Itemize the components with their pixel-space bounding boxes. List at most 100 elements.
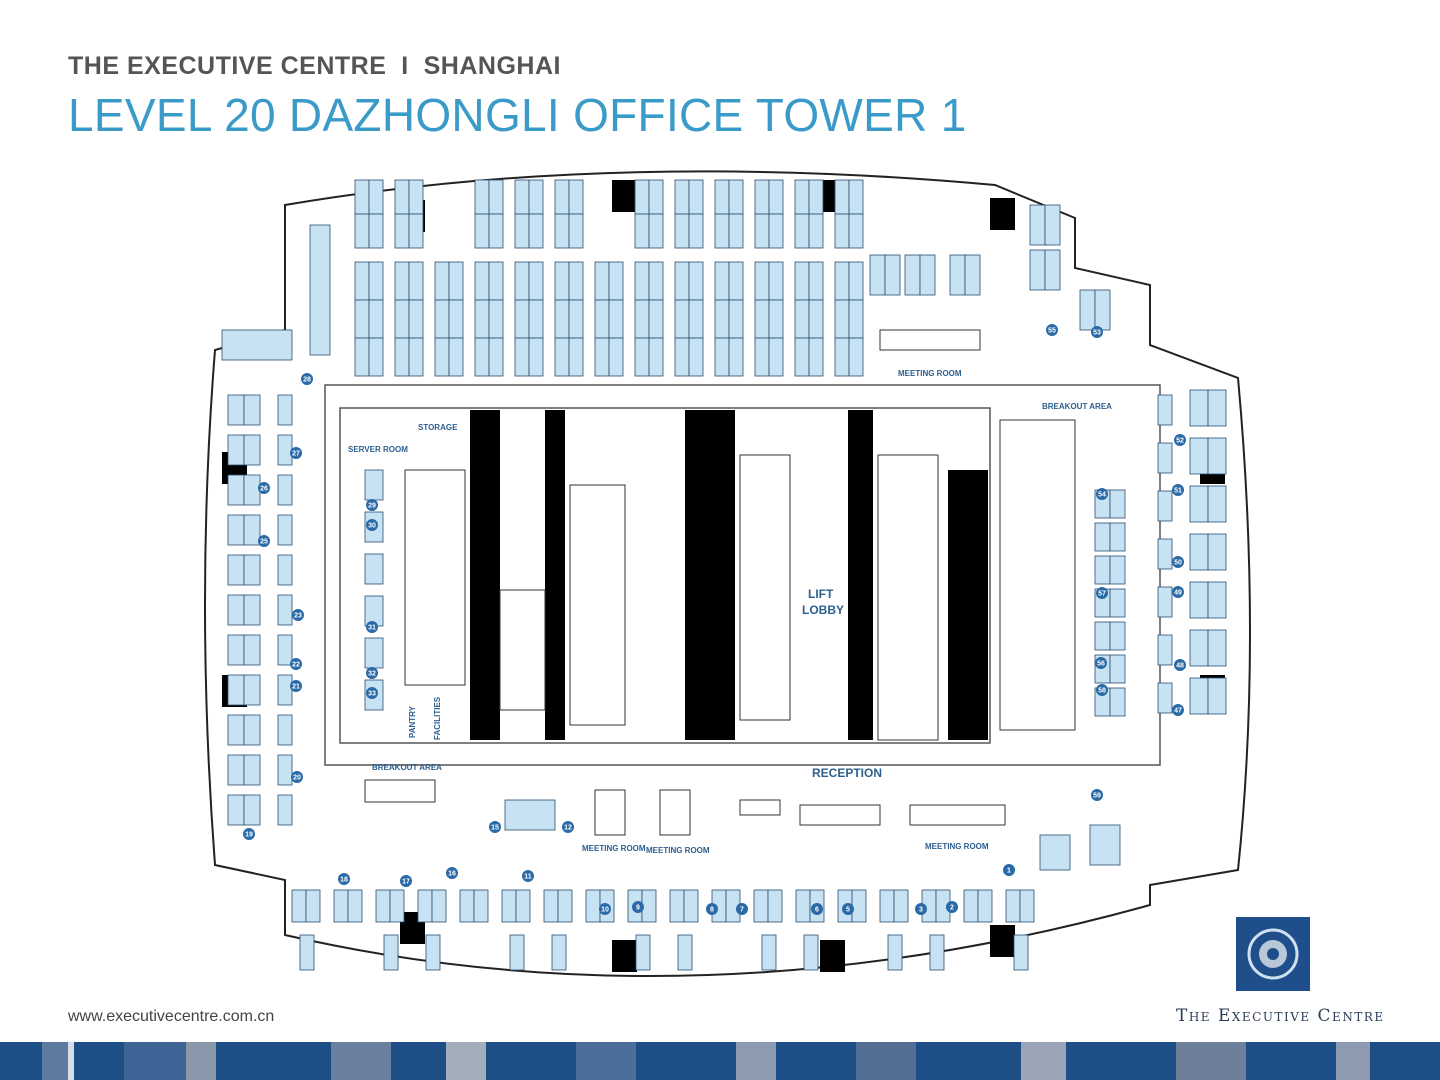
company-city-heading: THE EXECUTIVE CENTRE I SHANGHAI xyxy=(68,52,561,80)
desk xyxy=(277,714,293,746)
desk xyxy=(1157,634,1173,666)
desk xyxy=(1044,249,1061,291)
desk xyxy=(554,337,570,377)
desk xyxy=(641,889,657,923)
room-number: 30 xyxy=(368,523,376,530)
desk xyxy=(608,299,624,339)
desk xyxy=(1044,204,1061,246)
room-number: 47 xyxy=(1174,708,1182,715)
desk xyxy=(767,889,783,923)
desk xyxy=(1094,522,1111,552)
room-number: 19 xyxy=(245,832,253,839)
room-badge xyxy=(290,680,302,692)
desk xyxy=(808,213,824,249)
room-number: 12 xyxy=(564,825,572,832)
desk xyxy=(509,934,525,971)
desk xyxy=(514,179,530,215)
desk xyxy=(884,254,901,296)
desk xyxy=(501,889,517,923)
desk xyxy=(1157,490,1173,522)
desk xyxy=(634,261,650,301)
room-number: 15 xyxy=(491,825,499,832)
desk xyxy=(848,179,864,215)
desk xyxy=(1094,289,1111,331)
label-pantry: PANTRY xyxy=(408,705,417,738)
desk xyxy=(277,434,293,466)
desk xyxy=(528,299,544,339)
desk xyxy=(768,179,784,215)
label-meeting-top: MEETING ROOM xyxy=(898,369,962,378)
desk xyxy=(594,337,610,377)
desk xyxy=(808,337,824,377)
desk xyxy=(227,434,245,466)
website-url[interactable]: www.executivecentre.com.cn xyxy=(68,1008,275,1025)
room-badge xyxy=(736,903,748,915)
room-number: 20 xyxy=(293,775,301,782)
desk xyxy=(1089,824,1121,866)
desk xyxy=(803,934,819,971)
desk xyxy=(425,934,441,971)
room-badge xyxy=(243,828,255,840)
desk xyxy=(677,934,693,971)
room-number: 25 xyxy=(260,539,268,546)
desk xyxy=(488,299,504,339)
room-badge xyxy=(366,499,378,511)
core-wall xyxy=(848,410,873,740)
desk xyxy=(834,213,850,249)
desk xyxy=(227,474,245,506)
desk xyxy=(1109,687,1126,717)
desk xyxy=(375,889,391,923)
desk xyxy=(434,337,450,377)
room-number: 11 xyxy=(524,874,532,881)
desk xyxy=(1157,586,1173,618)
desk xyxy=(389,889,405,923)
desk xyxy=(417,889,433,923)
desk xyxy=(243,714,261,746)
desk xyxy=(904,254,921,296)
desk xyxy=(568,337,584,377)
desk xyxy=(1109,654,1126,684)
room-number: 55 xyxy=(1048,328,1056,335)
desk xyxy=(474,261,490,301)
desk xyxy=(394,179,410,215)
desk xyxy=(634,337,650,377)
room-badge xyxy=(301,373,313,385)
desk xyxy=(408,337,424,377)
desk xyxy=(514,337,530,377)
desk xyxy=(794,299,810,339)
room-number: 49 xyxy=(1174,590,1182,597)
room-number: 31 xyxy=(368,625,376,632)
desk xyxy=(1189,533,1209,571)
room-number: 52 xyxy=(1176,438,1184,445)
desk xyxy=(848,261,864,301)
desk xyxy=(408,299,424,339)
lift-shaft xyxy=(499,589,546,711)
room-badge xyxy=(258,482,270,494)
desk xyxy=(557,889,573,923)
room-number: 28 xyxy=(303,377,311,384)
desk xyxy=(869,254,886,296)
room-number: 8 xyxy=(710,907,714,914)
desk xyxy=(554,299,570,339)
column xyxy=(990,925,1015,957)
desk xyxy=(291,889,307,923)
room-badge xyxy=(366,687,378,699)
desk xyxy=(474,179,490,215)
desk xyxy=(227,674,245,706)
desk xyxy=(963,889,979,923)
room-number: 29 xyxy=(368,503,376,510)
desk xyxy=(635,934,651,971)
room-badge xyxy=(290,447,302,459)
room-badge xyxy=(489,821,501,833)
room-badge xyxy=(1174,659,1186,671)
desk xyxy=(243,754,261,786)
page-title: LEVEL 20 DAZHONGLI OFFICE TOWER 1 xyxy=(68,89,967,141)
room-number: 3 xyxy=(919,907,923,914)
room-badge xyxy=(290,658,302,670)
desk xyxy=(408,179,424,215)
desk xyxy=(753,889,769,923)
desk xyxy=(634,179,650,215)
desk xyxy=(514,261,530,301)
desk xyxy=(808,299,824,339)
desk xyxy=(568,213,584,249)
